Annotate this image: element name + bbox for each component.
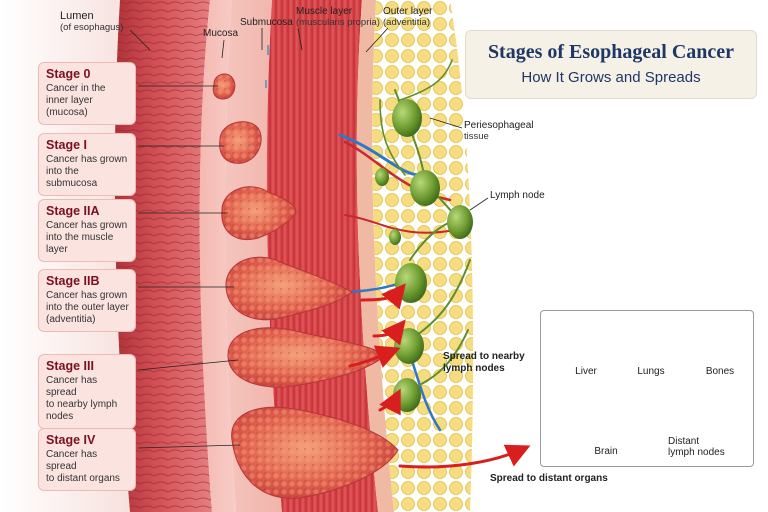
periesophageal-label: Periesophageal tissue	[464, 120, 534, 142]
submucosa-label: Submucosa	[240, 17, 293, 28]
outer-layer-label: Outer layer (adventitia)	[383, 6, 433, 28]
spread-nearby-label: Spread to nearby lymph nodes	[443, 351, 525, 374]
lumen-label: Lumen (of esophagus)	[60, 10, 124, 33]
stage-0-title: Stage 0	[46, 67, 91, 81]
periesophageal-fat	[372, 0, 474, 512]
lymph-node-label: Lymph node	[490, 190, 545, 201]
stage-2a-box: Stage IIA Cancer has grown into the musc…	[38, 199, 136, 262]
title-box: Stages of Esophageal Cancer How It Grows…	[465, 30, 757, 99]
page-title: Stages of Esophageal Cancer	[487, 41, 735, 63]
stage-2a-title: Stage IIA	[46, 204, 100, 218]
distant-organs-box	[540, 310, 754, 467]
adventitia-layer	[356, 0, 394, 512]
stage-1-title: Stage I	[46, 138, 87, 152]
spread-distant-label: Spread to distant organs	[490, 473, 608, 484]
stage-0-box: Stage 0 Cancer in the inner layer (mucos…	[38, 62, 136, 125]
stage-2b-title: Stage IIB	[46, 274, 100, 288]
mucosa-label: Mucosa	[203, 28, 239, 39]
lungs-label: Lungs	[637, 366, 665, 377]
muscle-layer-label: Muscle layer (muscularis propria)	[296, 6, 380, 28]
mucosa-layer	[199, 0, 236, 512]
stage-4-title: Stage IV	[46, 433, 96, 447]
stage-1-box: Stage I Cancer has grown into the submuc…	[38, 133, 136, 196]
stage-4-box: Stage IV Cancer has spread to distant or…	[38, 428, 136, 491]
stage-2b-box: Stage IIB Cancer has grown into the oute…	[38, 269, 136, 332]
liver-label: Liver	[575, 366, 597, 377]
brain-label: Brain	[594, 446, 618, 457]
stage-3-box: Stage III Cancer has spread to nearby ly…	[38, 354, 136, 429]
tumors	[212, 73, 399, 499]
stage-3-title: Stage III	[46, 359, 94, 373]
bones-label: Bones	[705, 366, 735, 377]
page-subtitle: How It Grows and Spreads	[521, 69, 701, 86]
distant-lymph-nodes-label: Distant lymph nodes	[668, 436, 725, 458]
